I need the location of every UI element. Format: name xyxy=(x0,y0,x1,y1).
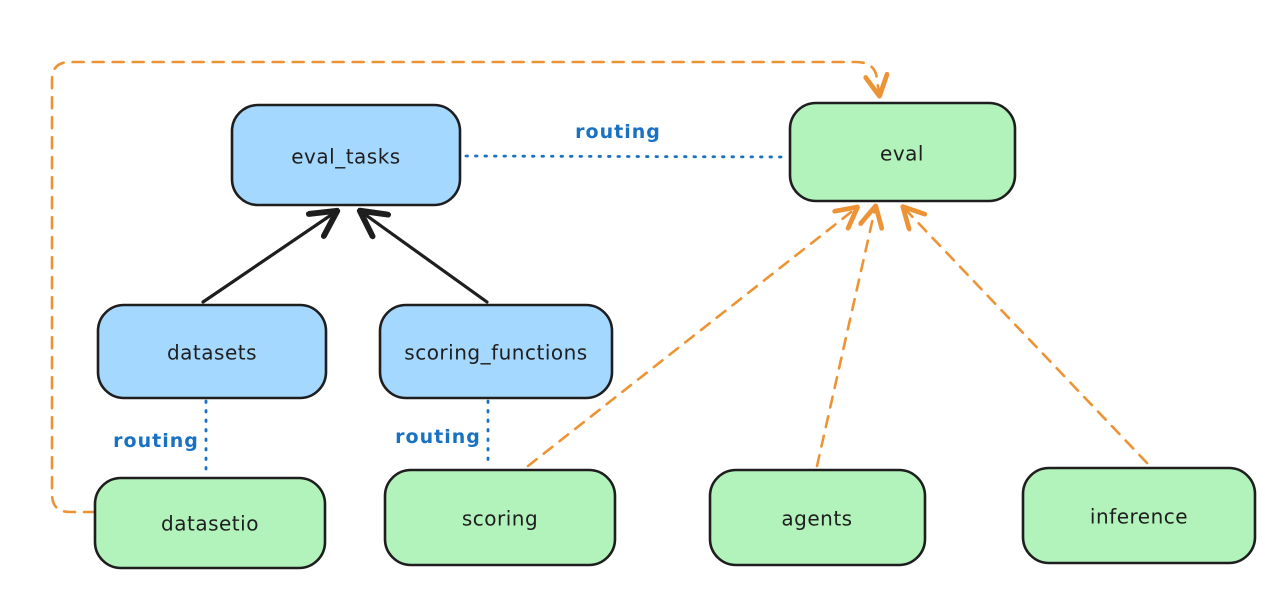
edge-label-routing-left: routing xyxy=(113,430,199,452)
node-inference-label: inference xyxy=(1090,505,1188,529)
node-scoring-box xyxy=(383,468,617,567)
node-agents: agents xyxy=(708,468,927,567)
edge-scoring-to-eval xyxy=(526,209,855,468)
node-datasetio-label: datasetio xyxy=(161,512,259,536)
edge-datasetio-to-eval xyxy=(50,60,879,514)
node-agents-box xyxy=(708,468,927,567)
edge-eval-tasks-to-eval xyxy=(464,154,788,159)
node-scoring-label: scoring xyxy=(462,507,538,531)
node-agents-label: agents xyxy=(781,507,852,531)
node-scoring-functions: scoring_functions xyxy=(378,303,614,400)
node-scoring-functions-box xyxy=(378,303,614,400)
node-datasetio: datasetio xyxy=(93,476,327,570)
node-eval-box xyxy=(788,101,1017,203)
edge-inference-to-eval xyxy=(905,209,1149,465)
node-scoring: scoring xyxy=(383,468,617,567)
node-datasets-box xyxy=(96,303,328,400)
node-datasetio-box xyxy=(93,476,327,570)
node-eval-tasks: eval_tasks xyxy=(230,103,462,207)
node-inference: inference xyxy=(1021,466,1257,565)
node-eval-tasks-box xyxy=(230,103,462,207)
node-eval-label: eval xyxy=(880,142,924,166)
node-datasets-label: datasets xyxy=(167,341,257,365)
edge-label-routing-top: routing xyxy=(575,121,661,143)
node-eval: eval xyxy=(788,101,1017,203)
node-scoring-functions-label: scoring_functions xyxy=(404,341,587,365)
edge-label-routing-middle: routing xyxy=(395,426,481,448)
edge-agents-to-eval xyxy=(815,209,875,468)
node-inference-box xyxy=(1021,466,1257,565)
edge-datasets-to-eval-tasks xyxy=(201,213,334,304)
node-eval-tasks-label: eval_tasks xyxy=(291,145,400,169)
node-datasets: datasets xyxy=(96,303,328,400)
edge-scoring-functions-to-eval-tasks xyxy=(363,213,489,304)
